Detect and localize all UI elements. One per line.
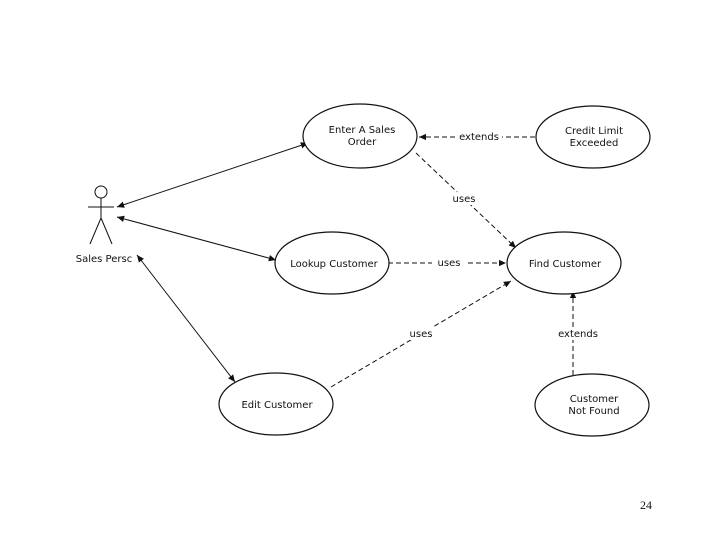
actor-figure <box>88 185 114 245</box>
extends-notfound-label: extends <box>558 329 598 340</box>
actor-label: Sales Persc <box>76 254 132 265</box>
association-edit-customer <box>136 254 236 383</box>
use-case-lookup-customer[interactable]: Lookup Customer <box>274 231 390 295</box>
uses-lookup-find-label: uses <box>438 258 461 269</box>
use-case-label: Not Found <box>568 406 619 417</box>
use-case-label: Lookup Customer <box>290 259 378 270</box>
extends-credit-label: extends <box>459 132 499 143</box>
use-case-edit-customer[interactable]: Edit Customer <box>218 372 334 436</box>
uses-edit-find-label: uses <box>410 329 433 340</box>
association-enter-order <box>116 142 309 208</box>
use-case-label: Enter A Sales <box>329 125 396 136</box>
uses-enter-find-label: uses <box>453 194 476 205</box>
use-case-label: Credit Limit <box>565 126 623 137</box>
association-lookup-customer <box>116 215 277 262</box>
use-case-label: Edit Customer <box>241 400 313 411</box>
page-number: 24 <box>640 498 652 512</box>
use-case-label: Exceeded <box>570 138 619 149</box>
use-case-label: Customer <box>570 394 619 405</box>
use-case-label: Order <box>348 137 377 148</box>
use-case-enter-sales-order[interactable]: Enter A Sales Order <box>302 103 418 169</box>
use-case-label: Find Customer <box>529 259 602 270</box>
use-case-find-customer[interactable]: Find Customer <box>506 231 622 295</box>
use-case-credit-limit-exceeded[interactable]: Credit Limit Exceeded <box>535 105 651 169</box>
use-case-customer-not-found[interactable]: Customer Not Found <box>534 373 650 437</box>
